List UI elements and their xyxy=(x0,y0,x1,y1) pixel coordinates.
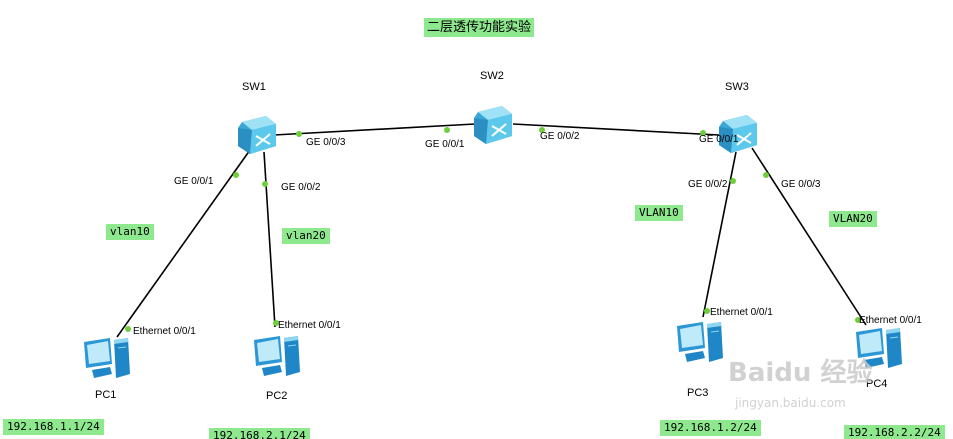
device-label-pc2: PC2 xyxy=(266,390,288,402)
switch-sw3[interactable] xyxy=(717,113,759,160)
link-sw2-sw3[interactable] xyxy=(512,123,720,136)
link-sw1-pc2[interactable] xyxy=(263,151,276,328)
device-label-sw2: SW2 xyxy=(480,70,504,82)
pc-pc4[interactable] xyxy=(852,324,904,379)
port-label-pc1-eth: Ethernet 0/0/1 xyxy=(133,326,196,337)
link-sw1-pc1[interactable] xyxy=(116,149,251,338)
port-dot xyxy=(125,326,131,332)
device-label-pc3: PC3 xyxy=(687,387,709,399)
vlan-tag-sw1-right: vlan20 xyxy=(282,228,330,244)
port-dot xyxy=(262,181,268,187)
pc-icon xyxy=(84,338,130,378)
pc-icon xyxy=(677,322,723,362)
port-dot xyxy=(444,127,450,133)
pc-pc2[interactable] xyxy=(250,332,302,387)
port-label-sw2-ge002: GE 0/0/2 xyxy=(540,131,580,142)
watermark-logo: Baidu 经验 xyxy=(728,358,873,388)
vlan-tag-sw1-left: vlan10 xyxy=(106,224,154,240)
ip-tag-pc3: 192.168.1.2/24 xyxy=(660,420,761,436)
switch-icon xyxy=(238,116,276,154)
port-label-pc3-eth: Ethernet 0/0/1 xyxy=(710,307,773,318)
switch-icon xyxy=(474,106,512,144)
port-dot xyxy=(855,317,861,323)
ip-tag-pc4: 192.168.2.2/24 xyxy=(844,425,945,439)
link-sw1-sw2[interactable] xyxy=(273,123,476,136)
diagram-title: 二层透传功能实验 xyxy=(424,18,535,37)
pc-pc3[interactable] xyxy=(673,318,725,373)
port-label-sw1-ge001: GE 0/0/1 xyxy=(174,176,214,187)
port-label-sw2-ge001: GE 0/0/1 xyxy=(425,139,465,150)
link-sw3-pc3[interactable] xyxy=(702,151,737,318)
port-dot xyxy=(273,320,279,326)
port-dot xyxy=(704,308,710,314)
device-label-pc4: PC4 xyxy=(866,378,888,390)
device-label-sw3: SW3 xyxy=(725,81,749,93)
device-label-pc1: PC1 xyxy=(95,389,117,401)
switch-icon xyxy=(719,115,757,153)
watermark-url: jingyan.baidu.com xyxy=(735,396,846,410)
port-label-sw1-ge002: GE 0/0/2 xyxy=(281,182,321,193)
link-sw3-pc4[interactable] xyxy=(751,147,867,326)
device-label-sw1: SW1 xyxy=(242,81,266,93)
port-label-sw1-ge003: GE 0/0/3 xyxy=(306,137,346,148)
port-dot xyxy=(730,178,736,184)
port-label-pc4-eth: Ethernet 0/0/1 xyxy=(859,315,922,326)
switch-sw2[interactable] xyxy=(472,104,514,151)
ip-tag-pc1: 192.168.1.1/24 xyxy=(3,419,104,435)
port-dot xyxy=(539,127,545,133)
pc-pc1[interactable] xyxy=(80,334,132,389)
port-dot xyxy=(296,131,302,137)
port-dot xyxy=(233,172,239,178)
port-label-sw3-ge001: GE 0/0/1 xyxy=(699,134,739,145)
pc-icon xyxy=(856,328,902,368)
ip-tag-pc2: 192.168.2.1/24 xyxy=(209,428,310,439)
port-label-pc2-eth: Ethernet 0/0/1 xyxy=(278,320,341,331)
switch-sw1[interactable] xyxy=(236,114,278,161)
pc-icon xyxy=(254,336,300,376)
vlan-tag-sw3-left: VLAN10 xyxy=(635,205,683,221)
port-dot xyxy=(763,172,769,178)
port-label-sw3-ge003: GE 0/0/3 xyxy=(781,179,821,190)
vlan-tag-sw3-right: VLAN20 xyxy=(829,211,877,227)
port-dot xyxy=(700,130,706,136)
port-label-sw3-ge002: GE 0/0/2 xyxy=(688,179,728,190)
